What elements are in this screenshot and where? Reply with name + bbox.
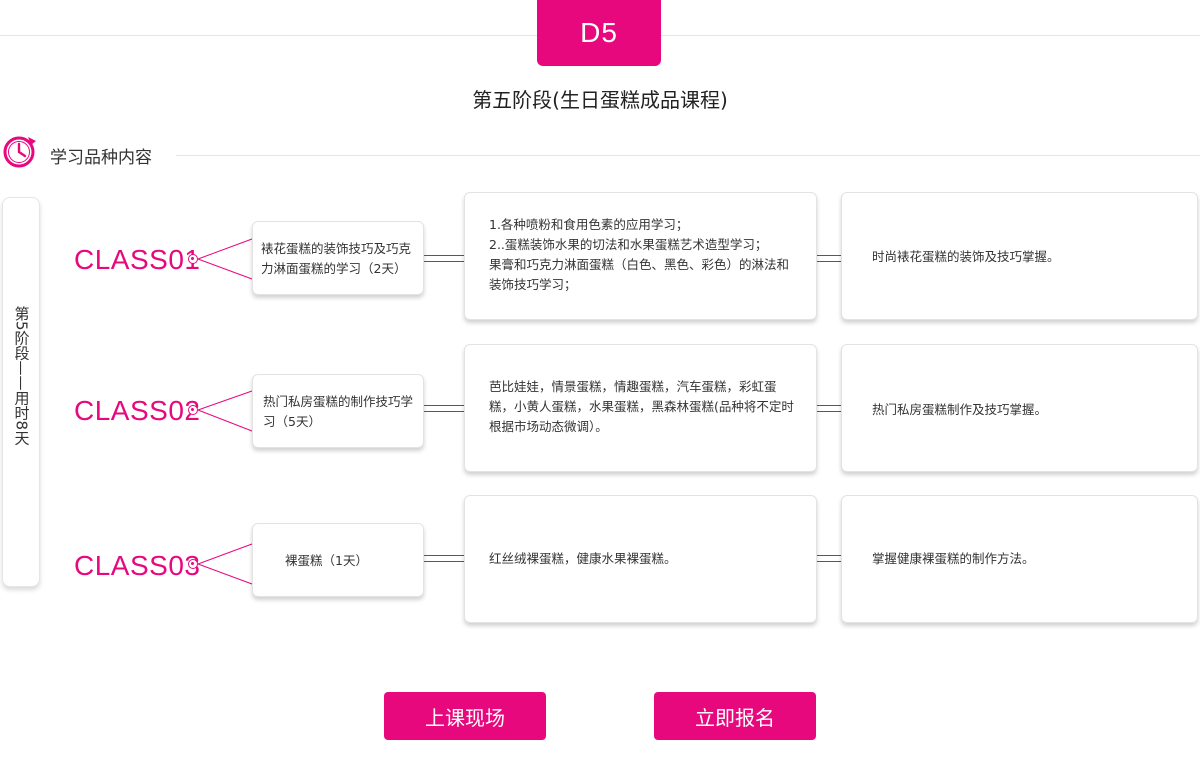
goal-card: 掌握健康裸蛋糕的制作方法。 xyxy=(841,495,1198,623)
connector-line xyxy=(424,255,464,262)
content-text: 1.各种喷粉和食用色素的应用学习； 2..蛋糕装饰水果的切法和水果蛋糕艺术造型学… xyxy=(489,217,790,292)
class-label: CLASS01 xyxy=(74,244,201,275)
topic-text: 裸蛋糕（1天） xyxy=(285,553,368,568)
branch-dot xyxy=(188,254,198,264)
connector-line xyxy=(817,405,841,412)
branch-lines xyxy=(197,543,253,585)
topic-card: 热门私房蛋糕的制作技巧学习（5天） xyxy=(252,374,424,448)
goal-card: 时尚裱花蛋糕的装饰及技巧掌握。 xyxy=(841,192,1198,320)
class-label: CLASS02 xyxy=(74,395,201,426)
content-card: 芭比娃娃，情景蛋糕，情趣蛋糕，汽车蛋糕，彩虹蛋糕，小黄人蛋糕，水果蛋糕，黑森林蛋… xyxy=(464,344,817,472)
content-text: 芭比娃娃，情景蛋糕，情趣蛋糕，汽车蛋糕，彩虹蛋糕，小黄人蛋糕，水果蛋糕，黑森林蛋… xyxy=(489,379,794,434)
connector-line xyxy=(817,555,841,562)
content-card: 红丝绒裸蛋糕，健康水果裸蛋糕。 xyxy=(464,495,817,623)
clock-icon xyxy=(3,136,36,168)
goal-text: 掌握健康裸蛋糕的制作方法。 xyxy=(872,551,1035,566)
content-card: 1.各种喷粉和食用色素的应用学习； 2..蛋糕装饰水果的切法和水果蛋糕艺术造型学… xyxy=(464,192,817,320)
branch-dot xyxy=(188,405,198,415)
topic-card: 裱花蛋糕的装饰技巧及巧克力淋面蛋糕的学习（2天） xyxy=(252,221,424,295)
section-divider xyxy=(176,155,1200,156)
branch-lines xyxy=(197,390,253,432)
stage-duration-panel: 第5阶段——用时8天 xyxy=(2,197,40,587)
topic-text: 热门私房蛋糕的制作技巧学习（5天） xyxy=(263,394,414,429)
content-text: 红丝绒裸蛋糕，健康水果裸蛋糕。 xyxy=(489,551,677,566)
signup-button[interactable]: 立即报名 xyxy=(654,692,816,740)
connector-line xyxy=(424,555,464,562)
connector-line xyxy=(817,255,841,262)
topic-card: 裸蛋糕（1天） xyxy=(252,523,424,597)
stage-duration-label: 第5阶段——用时8天 xyxy=(12,306,31,446)
connector-line xyxy=(424,405,464,412)
goal-text: 时尚裱花蛋糕的装饰及技巧掌握。 xyxy=(872,249,1060,264)
goal-card: 热门私房蛋糕制作及技巧掌握。 xyxy=(841,344,1198,472)
section-header: 学习品种内容 xyxy=(0,130,1200,174)
branch-lines xyxy=(197,238,253,280)
topic-text: 裱花蛋糕的装饰技巧及巧克力淋面蛋糕的学习（2天） xyxy=(261,241,412,276)
goal-text: 热门私房蛋糕制作及技巧掌握。 xyxy=(872,402,1048,417)
day-badge: D5 xyxy=(537,0,661,66)
class-label: CLASS03 xyxy=(74,550,201,581)
stage-title: 第五阶段(生日蛋糕成品课程) xyxy=(472,88,728,112)
class-scene-button[interactable]: 上课现场 xyxy=(384,692,546,740)
branch-dot xyxy=(188,559,198,569)
section-label: 学习品种内容 xyxy=(50,148,152,168)
